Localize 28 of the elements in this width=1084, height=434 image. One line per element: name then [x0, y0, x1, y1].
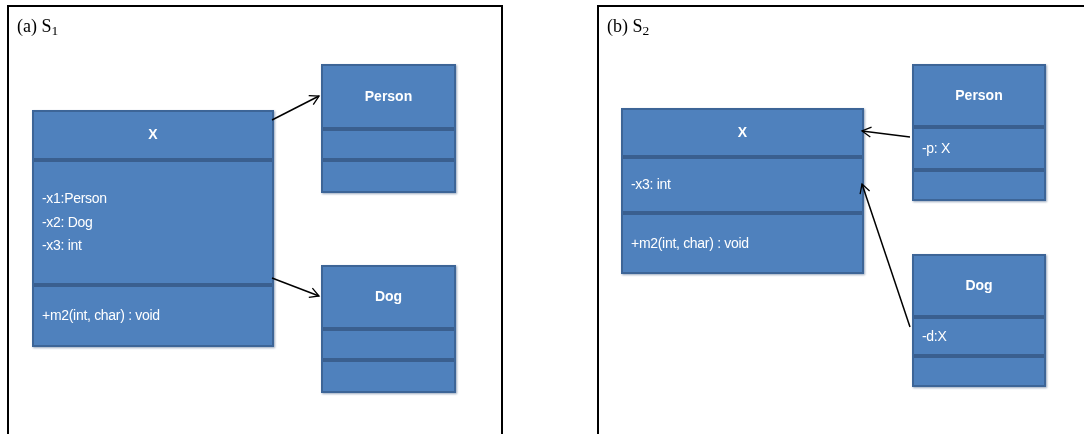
class-name: Person	[363, 87, 414, 106]
uml-class-box	[321, 64, 456, 193]
class-member: -p: X	[922, 139, 952, 158]
uml-class-box	[32, 110, 274, 347]
association-arrow	[859, 183, 911, 328]
class-member: +m2(int, char) : void	[42, 307, 161, 325]
panel-frame	[7, 5, 503, 434]
class-name: X	[736, 123, 749, 142]
panel-frame	[597, 5, 1084, 434]
class-member: -x3: int	[42, 237, 83, 255]
uml-class-box	[321, 265, 456, 393]
class-name: Person	[954, 86, 1004, 105]
association-arrow	[271, 277, 320, 299]
class-member: -d:X	[922, 327, 948, 346]
panel-label: (a) S$_{1}$	[17, 15, 59, 40]
class-member: -x1:Person	[42, 190, 108, 208]
uml-class-box	[912, 254, 1046, 387]
panel-label: (b) S$_{2}$	[607, 15, 650, 40]
association-arrow	[271, 95, 320, 121]
uml-class-box	[621, 108, 864, 274]
class-member: -x2: Dog	[42, 213, 94, 232]
class-name: Dog	[964, 276, 994, 295]
uml-class-box	[912, 64, 1046, 201]
class-name: X	[147, 126, 159, 144]
association-arrow	[861, 126, 911, 138]
class-member: +m2(int, char) : void	[631, 235, 750, 253]
class-name: Dog	[373, 288, 404, 306]
class-member: -x3: int	[631, 176, 672, 194]
